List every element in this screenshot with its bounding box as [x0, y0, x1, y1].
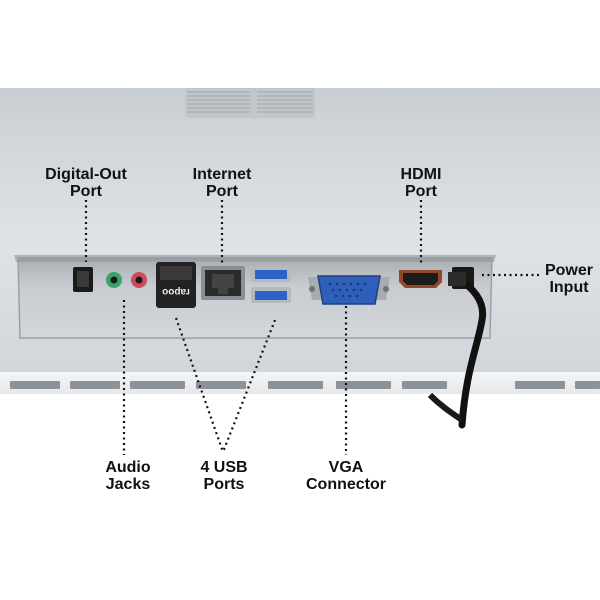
label-power-line1: Power	[544, 262, 593, 279]
label-vga-connector: VGA Connector	[296, 459, 396, 493]
usb-dongle: rapoo	[156, 262, 196, 308]
callout-usb-left	[174, 317, 225, 453]
label-digital-out-line1: Digital-Out	[45, 166, 127, 183]
label-internet-port: Internet Port	[172, 166, 272, 200]
ethernet-port	[201, 266, 245, 300]
label-internet-line1: Internet	[192, 166, 252, 183]
label-hdmi-port: HDMI Port	[381, 166, 461, 200]
callout-lines	[84, 200, 540, 455]
label-digital-out-port: Digital-Out Port	[26, 166, 146, 200]
label-audio-line2: Jacks	[105, 476, 151, 493]
label-vga-line2: Connector	[306, 476, 386, 493]
digital-out-port	[73, 267, 93, 292]
label-vga-line1: VGA	[328, 459, 364, 476]
label-power-input: Power Input	[538, 262, 600, 296]
hdmi-port	[399, 270, 442, 288]
audio-jack-green	[106, 272, 122, 288]
label-usb-line1: 4 USB	[200, 459, 248, 476]
vga-port	[308, 275, 390, 305]
usb-port-pair	[251, 266, 291, 303]
label-usb-ports: 4 USB Ports	[184, 459, 264, 493]
label-hdmi-line1: HDMI	[400, 166, 442, 183]
monitor-body	[0, 88, 600, 390]
audio-jack-pink	[131, 272, 147, 288]
label-audio-line1: Audio	[105, 459, 151, 476]
label-power-line2: Input	[549, 279, 589, 296]
label-hdmi-line2: Port	[405, 183, 437, 200]
bottom-vent-slots	[10, 381, 600, 389]
label-digital-out-line2: Port	[70, 183, 102, 200]
label-usb-line2: Ports	[203, 476, 245, 493]
label-internet-line2: Port	[206, 183, 238, 200]
power-jack	[448, 267, 487, 429]
label-audio-jacks: Audio Jacks	[88, 459, 168, 493]
usb-dongle-brand: rapoo	[162, 286, 190, 297]
callout-usb-right	[221, 319, 277, 453]
top-vent	[185, 88, 315, 118]
